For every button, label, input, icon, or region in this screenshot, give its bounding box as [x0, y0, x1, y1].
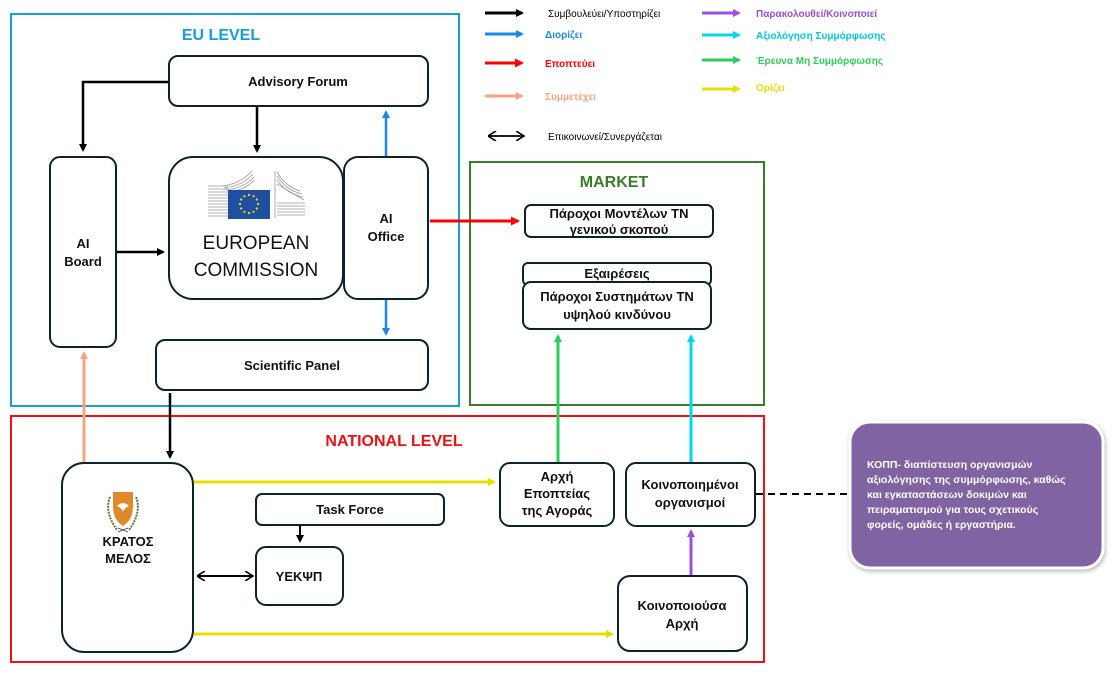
- node-ai-board[interactable]: AI Board: [49, 156, 117, 348]
- ec-label-1: EUROPEAN: [203, 233, 310, 254]
- note-line-2: αξιολόγησης της συμμόρφωσης, καθώς: [867, 474, 1066, 486]
- high-risk-providers-label-2: υψηλού κινδύνου: [563, 307, 671, 322]
- legend-label-designates: Ορίζει: [756, 83, 785, 94]
- legend-label-advises: Συμβουλεύει/Υποστηρίζει: [548, 8, 660, 20]
- notified-bodies-label-2: οργανισμοί: [655, 495, 726, 510]
- node-notified-bodies[interactable]: Κοινοποιημένοι οργανισμοί: [625, 462, 756, 527]
- note-line-3: και εγκαταστάσεων δοκιμών και: [867, 489, 1027, 501]
- yekpsp-label: ΥΕΚΨΠ: [276, 569, 323, 584]
- gpai-providers-label-2: γενικού σκοπού: [570, 222, 669, 237]
- advisory-forum-label: Advisory Forum: [248, 74, 348, 89]
- msa-label-1: Αρχή: [541, 469, 574, 484]
- task-force-label: Task Force: [316, 502, 384, 517]
- legend-label-supervises: Εποπτεύει: [545, 59, 595, 70]
- ec-logo-icon: [208, 170, 305, 219]
- notifying-authority-label-1: Κοινοποιούσα: [638, 598, 727, 613]
- connector-advisory-to-board: [79, 80, 169, 152]
- market-frame: [469, 161, 765, 406]
- legend-label-participates: Συμμετέχει: [545, 92, 596, 103]
- gpai-providers-label-1: Πάροχοι Μοντέλων ΤΝ: [550, 206, 689, 221]
- node-yekpsp[interactable]: ΥΕΚΨΠ: [255, 546, 344, 606]
- node-exceptions[interactable]: Εξαιρέσεις: [522, 262, 712, 286]
- eu-level-title: EU LEVEL: [182, 27, 260, 44]
- national-level-frame: [10, 415, 765, 663]
- node-european-commission[interactable]: EUROPEAN COMMISSION: [168, 156, 344, 300]
- ai-board-label-1: AI: [77, 236, 90, 251]
- high-risk-providers-label-1: Πάροχοι Συστημάτων ΤΝ: [540, 289, 694, 304]
- notified-bodies-label-1: Κοινοποιημένοι: [641, 477, 739, 492]
- node-scientific-panel[interactable]: Scientific Panel: [155, 339, 429, 391]
- notifying-authority-label-2: Αρχή: [666, 616, 699, 631]
- node-member-state[interactable]: ΚΡΑΤΟΣ ΜΕΛΟΣ: [61, 462, 194, 653]
- scientific-panel-label: Scientific Panel: [244, 358, 340, 373]
- market-title: MARKET: [580, 174, 649, 191]
- node-market-surveillance-authority[interactable]: Αρχή Εποπτείας της Αγοράς: [499, 462, 615, 527]
- eu-level-frame: [10, 13, 460, 407]
- legend: Συμβουλεύει/Υποστηρίζει Διορίζει Εποπτεύ…: [485, 8, 886, 143]
- legend-label-monitors: Παρακολουθεί/Κοινοποιεί: [756, 9, 877, 20]
- node-ai-office[interactable]: AI Office: [343, 156, 429, 300]
- exceptions-label: Εξαιρέσεις: [584, 266, 649, 281]
- national-level-title: NATIONAL LEVEL: [325, 433, 462, 450]
- node-advisory-forum[interactable]: Advisory Forum: [168, 55, 429, 107]
- legend-label-conformity: Αξιολόγηση Συμμόρφωσης: [756, 31, 886, 42]
- legend-label-communicates: Επικοινωνεί/Συνεργάζεται: [548, 131, 662, 143]
- note-line-1: ΚΟΠΠ- διαπίστευση οργανισμών: [867, 459, 1032, 471]
- ai-board-label-2: Board: [64, 254, 102, 269]
- kopp-note: ΚΟΠΠ- διαπίστευση οργανισμών αξιολόγησης…: [848, 420, 1105, 570]
- node-gpai-providers[interactable]: Πάροχοι Μοντέλων ΤΝ γενικού σκοπού: [524, 204, 714, 238]
- msa-label-3: της Αγοράς: [522, 503, 593, 518]
- note-line-5: φορείς, ομάδες ή εργαστήρια.: [867, 519, 1016, 531]
- node-high-risk-providers[interactable]: Πάροχοι Συστημάτων ΤΝ υψηλού κινδύνου: [522, 281, 712, 330]
- eu-stars: [238, 193, 260, 215]
- member-state-label-1: ΚΡΑΤΟΣ: [102, 534, 153, 549]
- node-task-force[interactable]: Task Force: [255, 493, 445, 526]
- legend-label-appoints: Διορίζει: [545, 30, 582, 41]
- ai-office-label-1: AI: [380, 211, 393, 226]
- note-line-4: πειραματισμού για τους σχετικούς: [867, 504, 1039, 516]
- msa-label-2: Εποπτείας: [524, 486, 590, 501]
- cyprus-coat-of-arms-icon: [107, 492, 139, 533]
- member-state-label-2: ΜΕΛΟΣ: [105, 551, 151, 566]
- ai-office-label-2: Office: [368, 229, 405, 244]
- node-notifying-authority[interactable]: Κοινοποιούσα Αρχή: [617, 575, 748, 652]
- ec-label-2: COMMISSION: [194, 260, 319, 281]
- legend-label-noncompliance: Έρευνα Μη Συμμόρφωσης: [756, 56, 883, 67]
